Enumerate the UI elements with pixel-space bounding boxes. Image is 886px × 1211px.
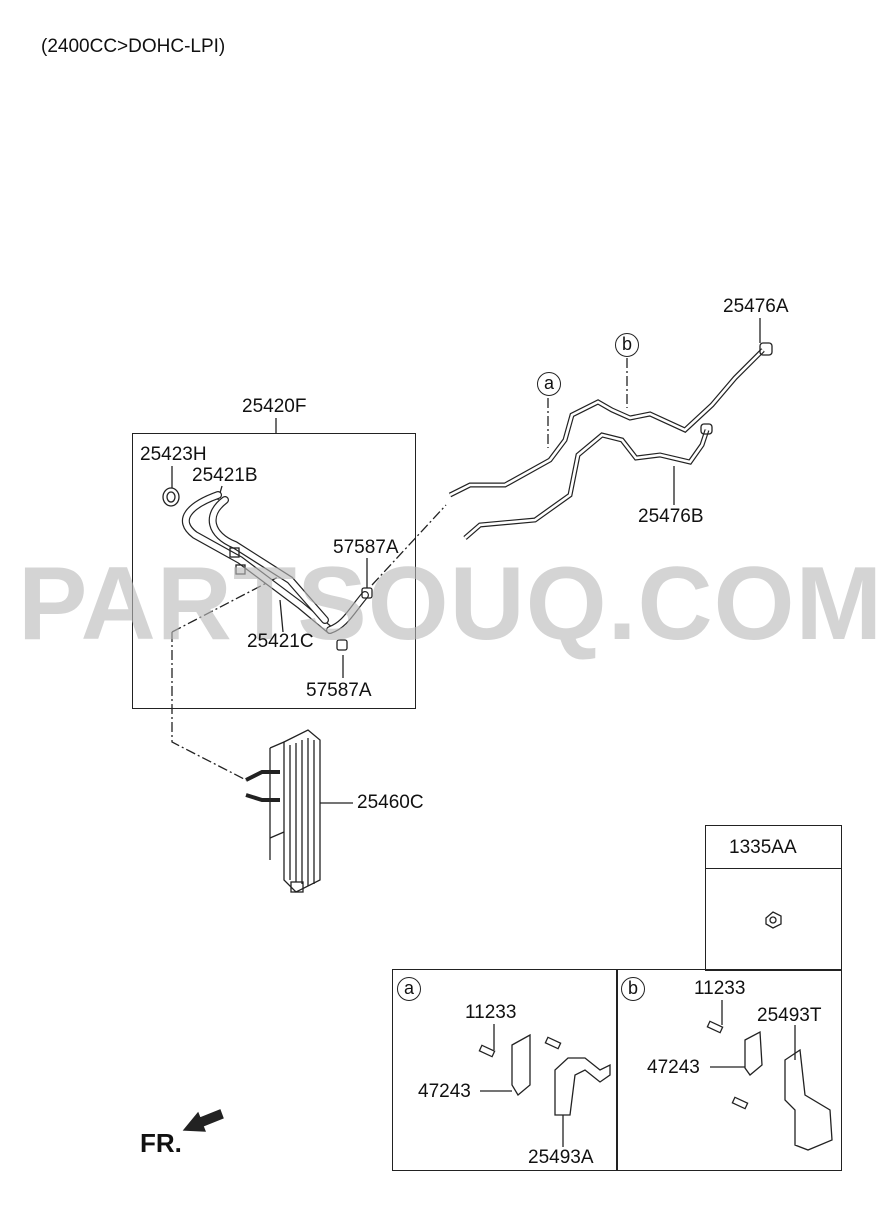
label-25493T[interactable]: 25493T xyxy=(757,1005,822,1026)
leader-25421C xyxy=(279,599,284,633)
marker-b: b xyxy=(615,333,639,357)
connector-dashdot-to-tube xyxy=(171,575,281,633)
bolt-11233-b xyxy=(706,1020,724,1034)
clamp-57587A-bottom xyxy=(336,639,348,651)
label-1335AA[interactable]: 1335AA xyxy=(729,837,797,858)
clamp-57587A-top xyxy=(361,587,373,599)
label-57587A-top[interactable]: 57587A xyxy=(333,537,399,558)
engine-spec-title: (2400CC>DOHC-LPI) xyxy=(41,36,226,57)
oil-cooler-25460C xyxy=(245,729,321,893)
bracket-25493T xyxy=(784,1048,833,1151)
tube-25476B-end-fitting xyxy=(700,423,713,435)
connector-dashdot-cooler xyxy=(171,632,247,781)
front-direction-label: FR. xyxy=(140,1128,182,1158)
tube-25476A-end-fitting xyxy=(759,342,773,356)
label-25423H[interactable]: 25423H xyxy=(140,444,207,465)
grommet-25423H xyxy=(162,487,180,507)
label-47243-a[interactable]: 47243 xyxy=(418,1081,471,1102)
clip-47243-a xyxy=(511,1033,531,1096)
assembly-box-25420F xyxy=(132,433,416,709)
watermark: PARTSOUQ.COM xyxy=(18,546,884,662)
label-25460C[interactable]: 25460C xyxy=(357,792,424,813)
bolt-extra-b xyxy=(731,1096,749,1110)
detail-b-marker: b xyxy=(621,977,645,1001)
connector-dashdot-clip xyxy=(371,504,447,586)
label-25421B[interactable]: 25421B xyxy=(192,465,258,486)
label-25421C[interactable]: 25421C xyxy=(247,631,314,652)
part-box-1335AA-header xyxy=(705,825,842,869)
label-25493A[interactable]: 25493A xyxy=(528,1147,594,1168)
label-11233-a[interactable]: 11233 xyxy=(465,1002,517,1023)
fitting-2 xyxy=(235,564,246,575)
tube-25476A xyxy=(448,348,765,498)
detail-a-marker: a xyxy=(397,977,421,1001)
label-25420F[interactable]: 25420F xyxy=(242,396,307,417)
label-57587A-bottom[interactable]: 57587A xyxy=(306,680,372,701)
label-25476B[interactable]: 25476B xyxy=(638,506,704,527)
front-direction-arrow xyxy=(182,1109,224,1132)
nut-1335AA xyxy=(765,911,782,929)
label-11233-b[interactable]: 11233 xyxy=(694,978,746,999)
detail-box-b xyxy=(616,969,842,1171)
detail-box-a xyxy=(392,969,618,1171)
fitting-1 xyxy=(229,547,240,558)
marker-a: a xyxy=(537,372,561,396)
bolt-11233-a xyxy=(478,1044,496,1058)
label-25476A[interactable]: 25476A xyxy=(723,296,789,317)
label-47243-b[interactable]: 47243 xyxy=(647,1057,700,1078)
bracket-25493A xyxy=(554,1057,611,1116)
bolt-extra-a xyxy=(544,1036,562,1050)
clip-47243-b xyxy=(744,1030,763,1076)
